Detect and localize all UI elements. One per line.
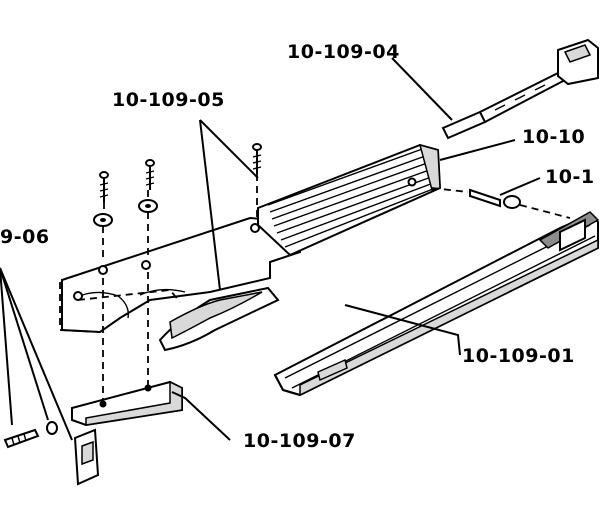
assembly-lines — [77, 174, 258, 400]
pivot-pin — [431, 187, 571, 219]
long-channel — [273, 211, 600, 397]
callout-10-109-05: 10-109-05 — [112, 89, 225, 111]
striker-part — [441, 38, 599, 140]
screw-middle — [138, 159, 158, 213]
screw-left — [93, 171, 113, 227]
callout-10-109-06: 9-06 — [0, 226, 50, 248]
callout-10-109-01: 10-109-01 — [462, 345, 575, 367]
side-screw — [3, 421, 58, 449]
callout-10-109-07: 10-109-07 — [243, 430, 356, 452]
base-frame — [59, 216, 301, 334]
callout-10-109-02: 10-1 — [545, 166, 595, 188]
side-clip — [73, 428, 100, 486]
ribbed-handle — [257, 143, 442, 257]
screw-right — [252, 143, 262, 174]
callout-10-109-04: 10-109-04 — [287, 41, 400, 63]
anvil-block — [71, 380, 183, 427]
spring-plate — [158, 286, 280, 352]
leader-lines — [0, 57, 541, 441]
callout-10-109-03: 10-10 — [522, 126, 585, 148]
